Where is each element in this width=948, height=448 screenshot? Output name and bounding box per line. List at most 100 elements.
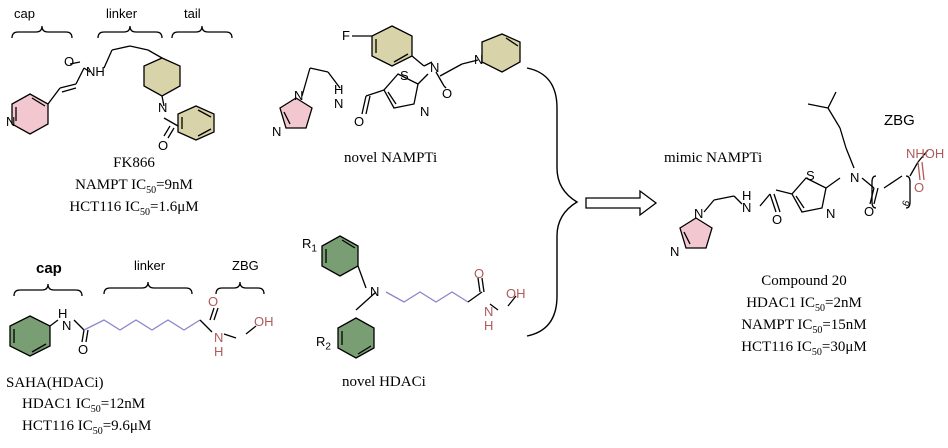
hdaci-structure (321, 235, 517, 359)
saha-hct116-ic50-prefix: HCT116 IC (22, 418, 93, 434)
compound20-amide-n: N (742, 200, 752, 215)
hdaci-upper-phenyl-ring (321, 235, 359, 277)
compound20-nampt-ic50-value: =15nM (822, 317, 867, 333)
compound20-hct116-ic50-subscript: 50 (811, 347, 822, 358)
fk866-structure (11, 25, 233, 141)
compound20-thiazole-n: N (826, 206, 836, 221)
fk866-cap-label: cap (14, 6, 35, 21)
hdaci-r1: R1 (302, 236, 317, 255)
fk866-piperidine-ring (143, 57, 181, 97)
saha-hdac1-ic50-subscript: 50 (90, 404, 101, 415)
hdaci-linker-chain (385, 291, 469, 303)
saha-hydroxamate-h: H (214, 344, 224, 359)
compound20-amide-o: O (772, 212, 783, 227)
compound20-hct116-ic50-prefix: HCT116 IC (741, 339, 812, 355)
fk866-hct116-ic50: HCT116 IC50=1.6μM (34, 196, 234, 224)
hdaci-hydroxamate-o: O (474, 266, 485, 281)
hdaci-lower-phenyl-ring (337, 317, 375, 359)
compound20-thiazole-s: S (806, 168, 815, 183)
compound20-imidazole-n3: N (670, 244, 680, 259)
hdaci-hydroxamate-oh: OH (506, 286, 526, 301)
hdaci-r1-text: R (302, 236, 312, 251)
nampti-imidazole-n1: N (294, 88, 304, 103)
hdaci-r1-sub: 1 (311, 243, 317, 255)
fk866-hct116-ic50-subscript: 50 (140, 207, 151, 218)
nampti-structure (279, 25, 521, 129)
saha-hydroxamate-oh: OH (254, 314, 274, 329)
hdaci-hydroxamate-n: N (484, 304, 494, 319)
merge-arrow (585, 189, 658, 217)
fk866-name: FK866 (113, 155, 155, 171)
fk866-cap-brace (11, 25, 73, 39)
fk866-nampt-ic50: NAMPT IC50=9nM (34, 174, 234, 202)
nampti-fluorine: F (342, 28, 350, 43)
saha-hdac1-ic50-value: =12nM (100, 396, 146, 412)
nampti-amide-nh: H (334, 82, 344, 97)
saha-hct116-ic50: HCT116 IC50=9.6μM (22, 418, 151, 437)
nampti-thiazole-ring (383, 73, 419, 109)
saha-hydroxamate-n: N (214, 330, 224, 345)
compound20-structure (679, 91, 929, 249)
fk866-nampt-ic50-prefix: NAMPT IC (75, 177, 147, 193)
saha-hct116-ic50-value: =9.6μM (102, 418, 152, 434)
fk866-amide-nh: NH (86, 64, 105, 79)
saha-amide-n: N (62, 318, 72, 333)
saha-phenyl-ring (9, 315, 51, 357)
nampti-label: novel NAMPTi (344, 150, 438, 166)
compound20-nampt-ic50-prefix: NAMPT IC (741, 317, 813, 333)
saha-amide-nh: H (58, 306, 68, 321)
compound20-name: Compound 20 (761, 273, 847, 289)
compound20-nampt-ic50: NAMPT IC50=15nM (714, 314, 894, 342)
merge-bracket (526, 67, 579, 337)
compound20-hct116-ic50-value: =30μM (821, 339, 867, 355)
fk866-nampt-ic50-value: =9nM (156, 177, 193, 193)
hdaci-central-n: N (370, 284, 380, 299)
compound20-nampt-ic50-subscript: 50 (812, 325, 823, 336)
saha-linker-brace (103, 281, 193, 295)
compound20-hdac1-ic50-subscript: 50 (814, 303, 825, 314)
hdaci-label: novel HDACi (342, 374, 426, 390)
compound20-hydroxamate-nhoh: NHOH (906, 146, 945, 161)
fk866-piperidine-n: N (158, 100, 168, 115)
compound20-hdac1-ic50-prefix: HDAC1 IC (746, 295, 815, 311)
compound20-repeat-bracket (871, 175, 877, 209)
nampti-tetrahydropyridine-ring (481, 33, 521, 73)
nampti-imidazole-n3: N (272, 124, 282, 139)
fk866-tail-label: tail (184, 6, 201, 21)
saha-hdac1-ic50-prefix: HDAC1 IC (22, 396, 91, 412)
compound20-hydroxamate-o: O (914, 180, 925, 195)
compound20-zbg-label: ZBG (884, 112, 915, 129)
saha-hydroxamate-o: O (208, 294, 219, 309)
saha-zbg-label: ZBG (232, 258, 259, 273)
nampti-acetyl-o: O (442, 86, 453, 101)
compound20-imidazole-n1: N (694, 206, 704, 221)
nampti-amide-o: O (354, 114, 365, 129)
saha-linker-chain (83, 319, 201, 331)
hdaci-r2-text: R (316, 334, 326, 349)
nampti-amide-n: N (334, 96, 344, 111)
compound20-carbonyl-o: O (864, 204, 875, 219)
fk866-benzoyl-ring (177, 105, 215, 141)
compound20-hdac1-ic50-value: =2nM (824, 295, 862, 311)
saha-hct116-ic50-subscript: 50 (92, 426, 103, 437)
fk866-nampt-ic50-subscript: 50 (146, 185, 157, 196)
nampti-thiazole-s: S (400, 68, 409, 83)
saha-name: SAHA(HDACi) (6, 375, 104, 391)
fk866-hct116-ic50-prefix: HCT116 IC (69, 199, 141, 215)
saha-cap-label: cap (36, 260, 62, 277)
saha-cap-brace (13, 283, 83, 297)
saha-zbg-brace (215, 281, 265, 295)
compound20-hct116-ic50: HCT116 IC50=30μM (714, 336, 894, 364)
nampti-ring-n: N (474, 52, 484, 67)
fk866-benzoyl-o: O (158, 138, 169, 153)
fk866-hct116-ic50-value: =1.6μM (150, 199, 199, 215)
nampti-thiazole-n: N (420, 104, 430, 119)
compound20-mimic-label: mimic NAMPTi (664, 150, 763, 166)
hdaci-r2: R2 (316, 334, 331, 353)
fk866-carbonyl-o: O (64, 54, 75, 69)
saha-amide-o: O (78, 342, 89, 357)
compound20-hdac1-ic50: HDAC1 IC50=2nM (714, 292, 894, 320)
compound20-thiazole-ring (791, 177, 827, 213)
